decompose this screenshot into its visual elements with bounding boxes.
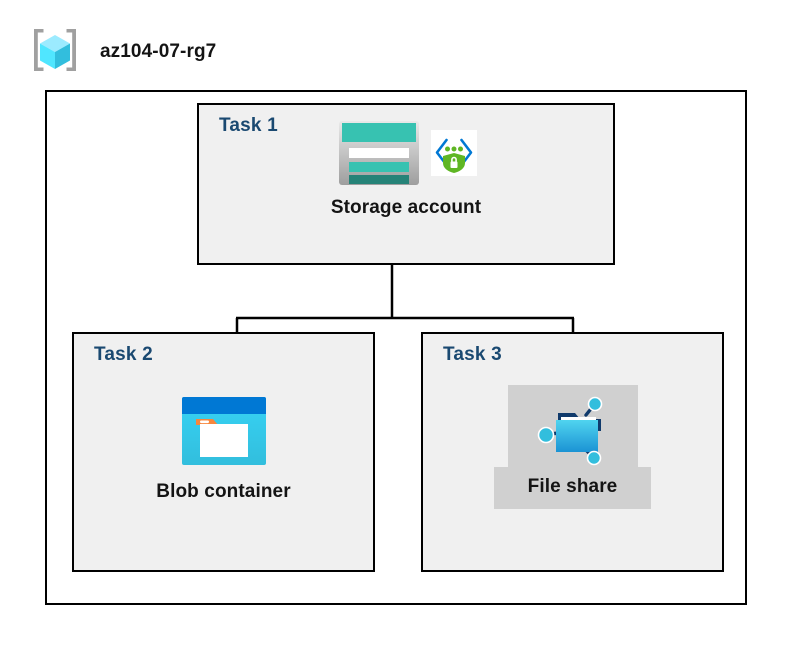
storage-account-icon xyxy=(335,118,423,188)
node-blob-container[interactable]: Blob container xyxy=(72,395,375,503)
node-storage-account[interactable]: Storage account xyxy=(197,118,615,219)
file-share-icon xyxy=(534,391,612,469)
secure-endpoint-shield-icon xyxy=(431,130,477,176)
task-1-label: Task 1 xyxy=(219,115,278,136)
resource-group-header: az104-07-rg7 xyxy=(30,26,330,78)
storage-icon-row xyxy=(335,118,477,188)
page-title: az104-07-rg7 xyxy=(100,41,217,62)
file-share-icon-highlight xyxy=(507,385,638,469)
blob-container-caption: Blob container xyxy=(156,481,291,502)
file-share-caption-highlight: File share xyxy=(493,467,652,509)
blob-container-icon xyxy=(180,395,268,481)
resource-group-icon xyxy=(30,27,80,78)
file-share-caption: File share xyxy=(527,476,618,497)
node-file-share[interactable]: File share xyxy=(421,385,724,509)
storage-account-caption: Storage account xyxy=(330,197,482,218)
task-2-label: Task 2 xyxy=(94,344,153,365)
task-3-label: Task 3 xyxy=(443,344,502,365)
